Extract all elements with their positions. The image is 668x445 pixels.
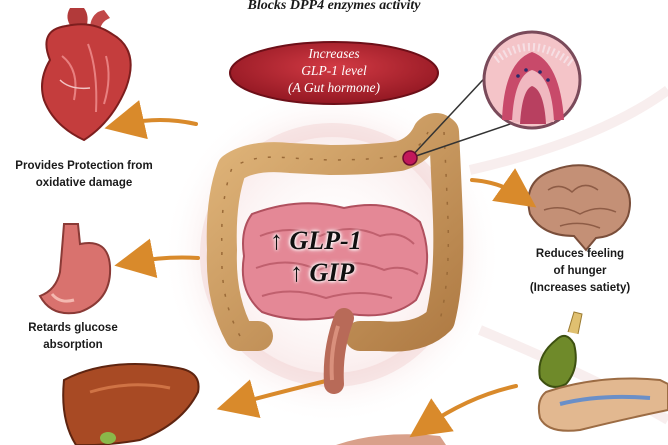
brain-caption-line-2: of hunger	[553, 265, 607, 277]
oval-line-2: GLP-1 level	[301, 63, 367, 78]
villi-magnifier-icon	[409, 30, 582, 159]
arrow-to-liver	[216, 378, 332, 419]
up-arrow-icon: ↑	[270, 226, 283, 255]
stomach-icon	[38, 223, 112, 315]
heart-caption-line-2: oxidative damage	[35, 177, 133, 189]
heart-icon	[41, 8, 132, 142]
hormone-glp1: ↑ GLP-1	[270, 226, 362, 256]
hormone-gip-label: GIP	[309, 258, 355, 287]
diagram-title: Blocks DPP4 enzymes activity	[247, 0, 421, 13]
stomach-caption-line-2: absorption	[43, 339, 103, 351]
oval-line-1: Increases	[308, 46, 360, 61]
brain-caption-line-3: (Increases satiety)	[529, 282, 631, 294]
small-intestine	[241, 202, 429, 321]
arrow-to-heart	[104, 100, 198, 140]
heart-caption: Provides Protection from oxidative damag…	[0, 158, 172, 192]
glp1-oval-text: Increases GLP-1 level (A Gut hormone)	[232, 45, 436, 96]
arrow-from-pancreas	[409, 384, 518, 438]
large-intestine	[206, 113, 464, 394]
magnifier-marker	[402, 150, 418, 166]
effect-arrows	[104, 100, 537, 438]
pancreas-icon	[537, 311, 668, 432]
hormone-glp1-label: GLP-1	[289, 226, 362, 255]
bottom-tissue	[336, 434, 446, 445]
stomach-caption-line-1: Retards glucose	[28, 322, 118, 334]
heart-caption-line-1: Provides Protection from	[15, 160, 153, 172]
brain-caption: Reduces feeling of hunger (Increases sat…	[500, 246, 660, 297]
oval-line-3: (A Gut hormone)	[288, 80, 380, 95]
glp1-oval	[229, 41, 439, 105]
hormone-gip: ↑ GIP	[290, 258, 354, 288]
liver-icon	[62, 363, 200, 445]
brain-icon	[527, 164, 631, 252]
brain-caption-line-1: Reduces feeling	[535, 248, 625, 260]
stomach-caption: Retards glucose absorption	[8, 320, 138, 354]
up-arrow-icon: ↑	[290, 258, 303, 287]
arrow-to-brain	[470, 168, 537, 208]
arrow-to-stomach	[114, 238, 200, 278]
